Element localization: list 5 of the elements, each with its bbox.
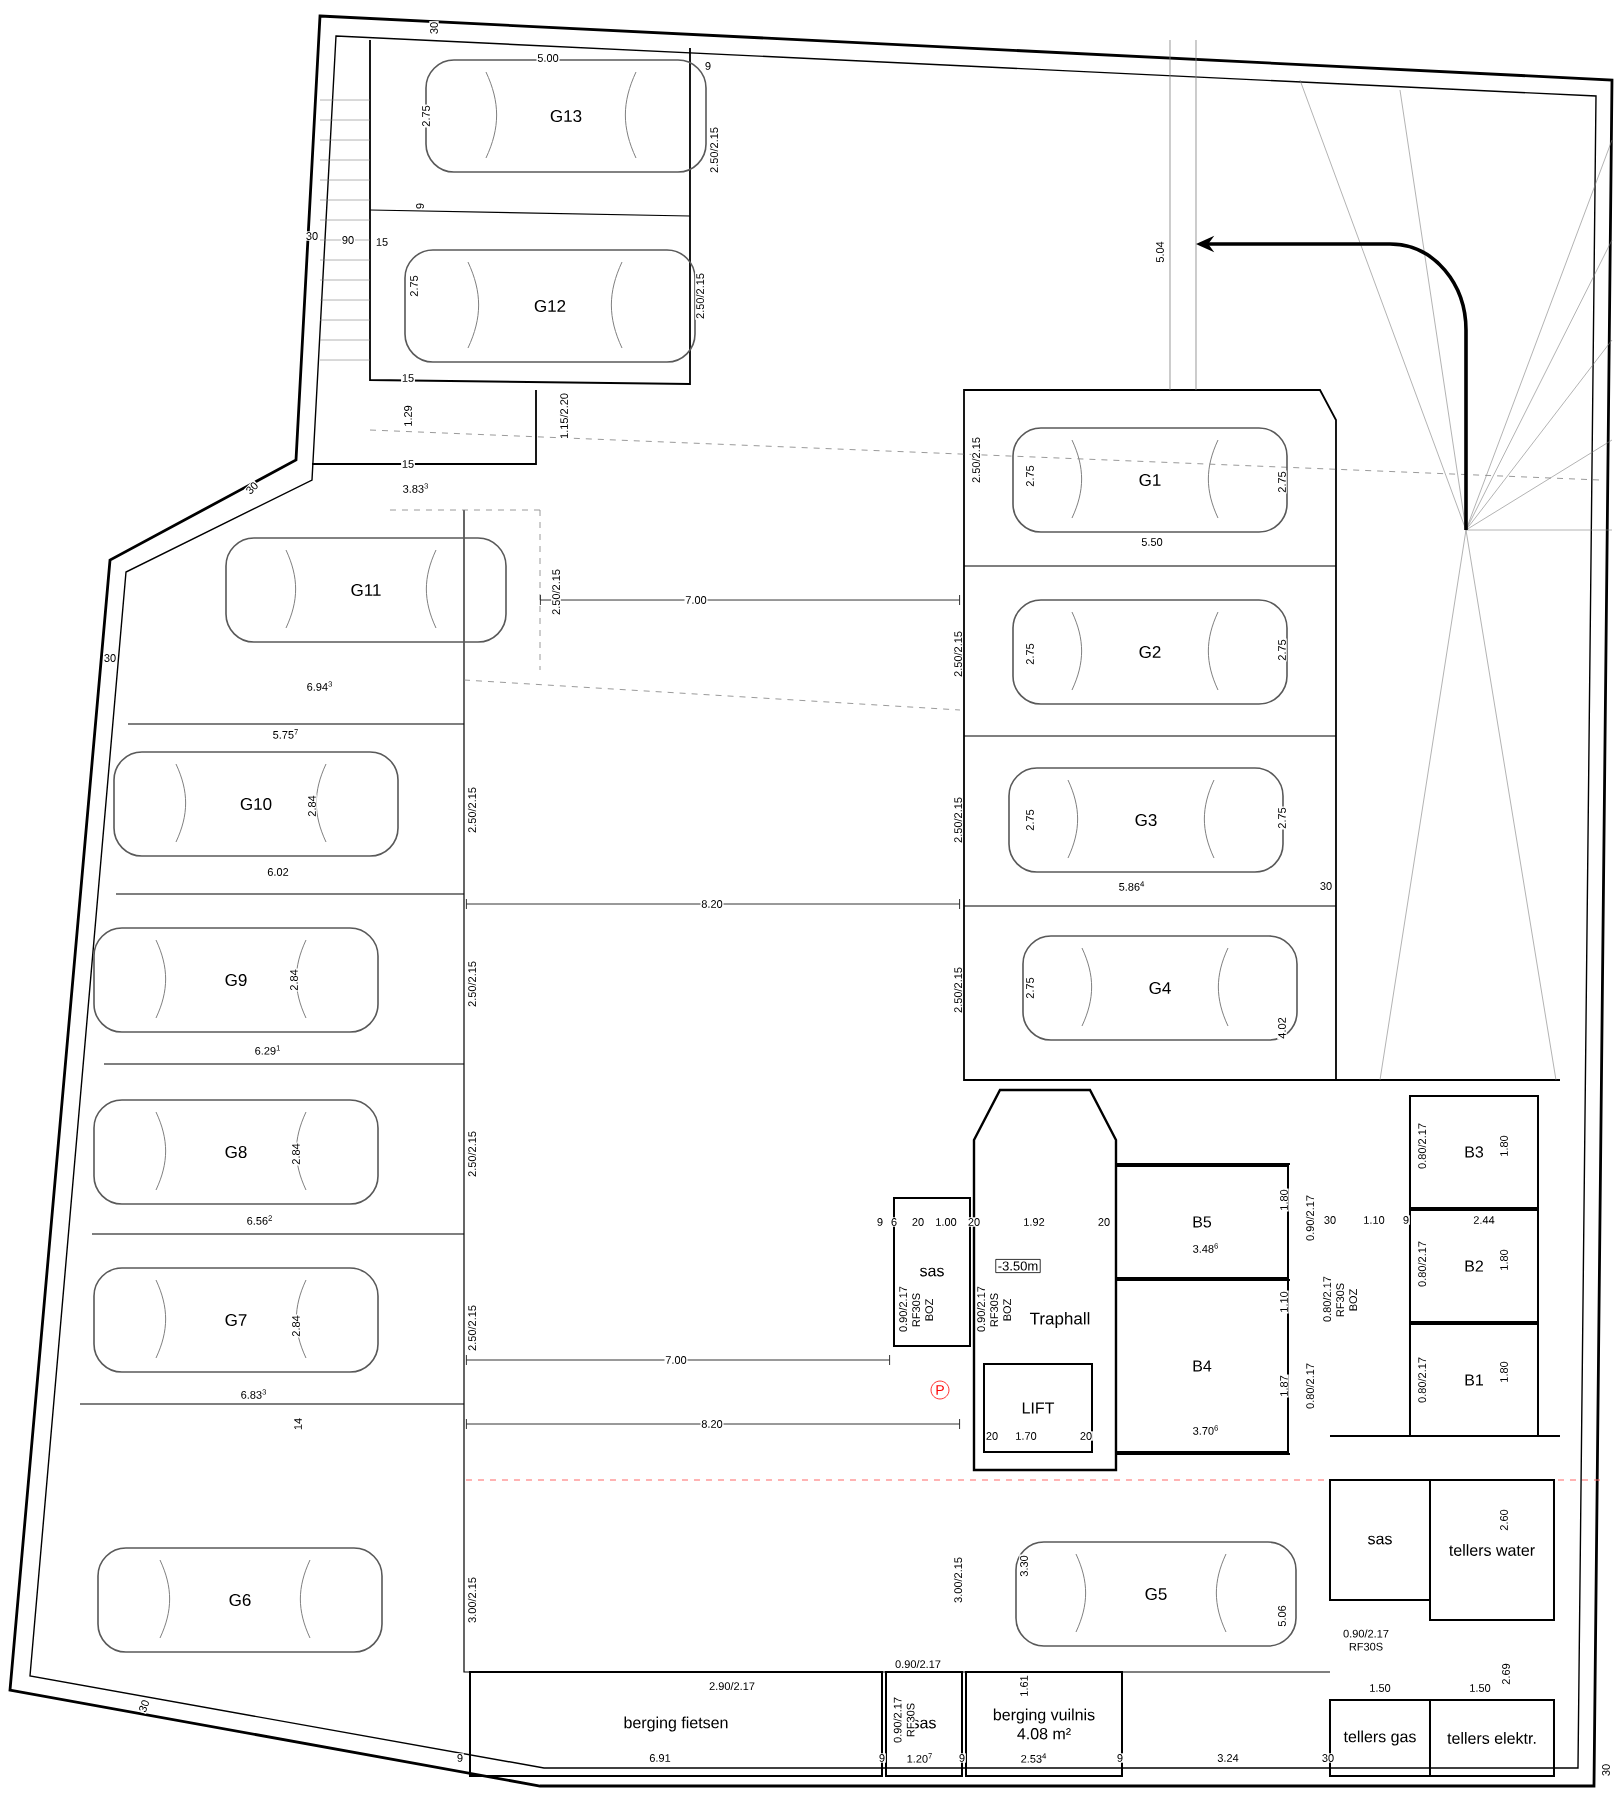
car-drawing: G6	[97, 1547, 383, 1653]
room-label: Traphall	[1030, 1312, 1090, 1328]
room: tellers elektr.	[1429, 1699, 1555, 1777]
car-drawing: G11	[225, 537, 507, 643]
room: sas	[1329, 1479, 1431, 1601]
